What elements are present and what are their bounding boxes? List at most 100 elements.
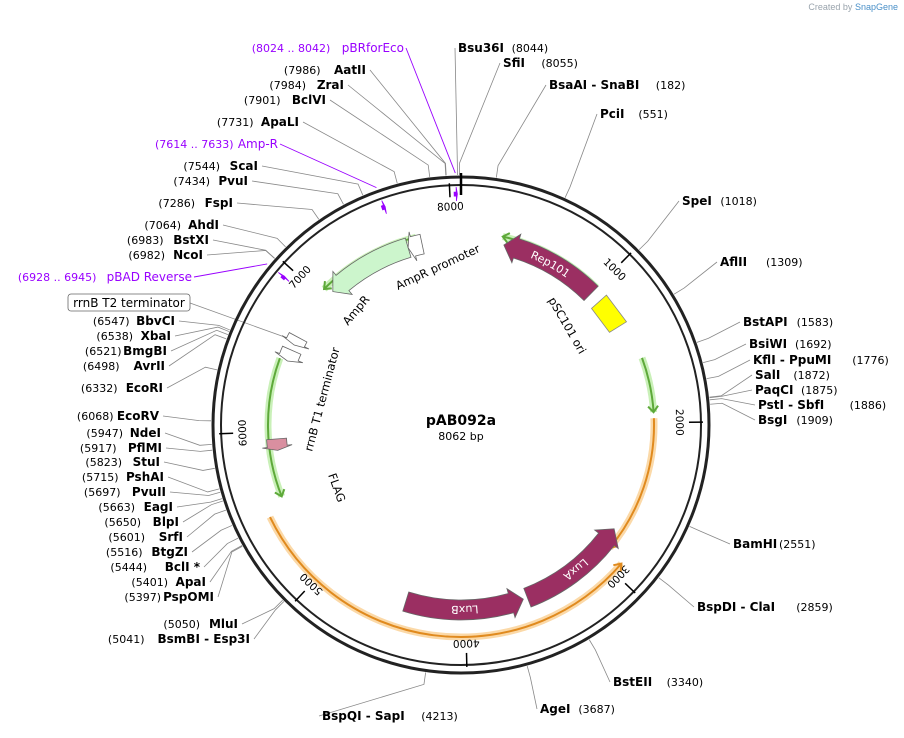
site-coord: (5650)	[104, 516, 141, 529]
site-btgzi[interactable]: BtgZI(5516)	[106, 545, 188, 559]
site-name: PaqCI	[755, 383, 793, 397]
site-scai[interactable]: ScaI(7544)	[183, 159, 258, 173]
rep101-feature[interactable]	[503, 233, 599, 302]
ampr-promoter-feature[interactable]	[407, 231, 425, 262]
site-avrii[interactable]: AvrII(6498)	[83, 359, 165, 373]
site-name: PflMI	[128, 441, 162, 455]
site-leader	[164, 432, 212, 446]
primer-pbad-reverse[interactable]: pBAD Reverse(6928 .. 6945)	[18, 270, 192, 284]
site-coord: (8044)	[512, 42, 549, 55]
site-pvui[interactable]: PvuI(7434)	[173, 174, 248, 188]
site-bspqi-sapi[interactable]: BspQI - SapI(4213)	[322, 709, 458, 723]
site-paqci[interactable]: PaqCI(1875)	[755, 383, 838, 397]
site-leader	[318, 672, 427, 717]
flag-feature[interactable]	[262, 437, 293, 451]
site-name: XbaI	[141, 329, 171, 343]
site-psti-sbfi[interactable]: PstI - SbfI(1886)	[758, 398, 886, 412]
site-leader	[168, 334, 227, 367]
snapgene-credit[interactable]: Created by SnapGene	[808, 2, 898, 12]
site-apai[interactable]: ApaI(5401)	[131, 575, 206, 589]
site-coord: (5041)	[108, 633, 145, 646]
site-bsiwi[interactable]: BsiWI(1692)	[749, 337, 832, 351]
site-bspdi-clai[interactable]: BspDI - ClaI(2859)	[697, 600, 833, 614]
site-xbai[interactable]: XbaI(6538)	[96, 329, 171, 343]
rrnb-t1-terminator-feature[interactable]	[274, 345, 303, 364]
luxb-feature[interactable]	[402, 587, 524, 621]
site-name: SpeI	[682, 194, 712, 208]
plasmid-length: 8062 bp	[438, 430, 483, 443]
site-bsmbi-esp3i[interactable]: BsmBI - Esp3I(5041)	[108, 632, 250, 646]
site-pvuii[interactable]: PvuII(5697)	[84, 485, 166, 499]
site-pspomi[interactable]: PspOMI(5397)	[124, 590, 214, 604]
label-text: rrnB T2 terminator	[73, 296, 185, 310]
site-eagi[interactable]: EagI(5663)	[98, 500, 173, 514]
site-leader	[166, 366, 218, 389]
green-arc-3-head	[322, 281, 332, 291]
site-name: PspOMI	[163, 590, 214, 604]
site-pshai[interactable]: PshAI(5715)	[82, 470, 164, 484]
site-kfli-ppumi[interactable]: KflI - PpuMI(1776)	[753, 353, 889, 367]
site-apali[interactable]: ApaLI(7731)	[217, 115, 299, 129]
site-spei[interactable]: SpeI(1018)	[682, 194, 757, 208]
site-fspi[interactable]: FspI(7286)	[158, 196, 233, 210]
site-zrai[interactable]: ZraI(7984)	[269, 78, 344, 92]
site-pcii[interactable]: PciI(551)	[600, 107, 668, 121]
site-leader	[209, 545, 243, 583]
primer-pbrforeco[interactable]: pBRforEco(8024 .. 8042)	[252, 41, 404, 55]
site-blpi[interactable]: BlpI(5650)	[104, 515, 179, 529]
site-leader	[222, 224, 286, 248]
site-bmgbi[interactable]: BmgBI(6521)	[85, 344, 167, 358]
rrnb-t2-boxed-label[interactable]: rrnB T2 terminator	[67, 293, 191, 312]
site-bclvi[interactable]: BclVI(7901)	[244, 93, 326, 107]
primer-amp-r[interactable]: Amp-R(7614 .. 7633)	[155, 137, 278, 151]
pbad-reverse-feature[interactable]	[278, 272, 290, 282]
site-bamhi[interactable]: BamHI(2551)	[733, 537, 816, 551]
site-bbvci[interactable]: BbvCI(6547)	[93, 314, 175, 328]
site-mlui[interactable]: MluI(5050)	[163, 617, 238, 631]
site-name: Bsu36I	[458, 41, 504, 55]
site-ndei[interactable]: NdeI(5947)	[86, 426, 161, 440]
site-sali[interactable]: SalI(1872)	[755, 368, 830, 382]
site-leader	[709, 389, 753, 399]
site-name: PstI - SbfI	[758, 398, 824, 412]
site-aflii[interactable]: AflII(1309)	[720, 255, 803, 269]
amp-r-feature[interactable]	[380, 200, 387, 214]
site-bstapi[interactable]: BstAPI(1583)	[743, 315, 833, 329]
ampr-feature[interactable]	[332, 237, 412, 296]
site-name: BspQI - SapI	[322, 709, 405, 723]
site-coord: (6983)	[127, 234, 164, 247]
pbrforeco-feature[interactable]	[453, 186, 458, 202]
site-agei[interactable]: AgeI(3687)	[540, 702, 615, 716]
site-bsaai-snabi[interactable]: BsaAI - SnaBI(182)	[549, 78, 685, 92]
psc101-ori-feature[interactable]	[590, 294, 628, 333]
site-leader	[178, 320, 230, 331]
site-bsteii[interactable]: BstEII(3340)	[613, 675, 703, 689]
rrnb-t2-terminator-feature[interactable]	[281, 332, 310, 350]
site-leader	[329, 99, 431, 178]
site-leader	[170, 329, 229, 352]
site-leader	[696, 321, 741, 343]
site-ahdi[interactable]: AhdI(7064)	[144, 218, 219, 232]
site-bcli[interactable]: BclI *(5444)	[110, 560, 200, 574]
site-bsgi[interactable]: BsgI(1909)	[758, 413, 833, 427]
site-pflmi[interactable]: PflMI(5917)	[80, 441, 162, 455]
site-sfii[interactable]: SfiI(8055)	[503, 56, 578, 70]
leader-lines	[162, 47, 756, 717]
site-leader	[673, 261, 718, 295]
site-name: BbvCI	[136, 314, 175, 328]
credit-prefix: Created by	[808, 2, 853, 12]
site-srfi[interactable]: SrfI(5601)	[108, 530, 183, 544]
site-stui[interactable]: StuI(5823)	[85, 455, 160, 469]
green-arc-2-glow	[638, 356, 658, 413]
site-ncoi[interactable]: NcoI(6982)	[128, 248, 203, 262]
site-ecorv[interactable]: EcoRV(6068)	[77, 409, 160, 423]
site-aatii[interactable]: AatII(7986)	[284, 63, 366, 77]
site-bsu36i[interactable]: Bsu36I (8044)	[458, 41, 548, 55]
tick-label: 7000	[287, 264, 314, 292]
site-coord: (6068)	[77, 410, 114, 423]
site-ecori[interactable]: EcoRI(6332)	[81, 381, 163, 395]
site-bstxi[interactable]: BstXI(6983)	[127, 233, 209, 247]
luxa-feature[interactable]	[523, 528, 619, 608]
site-coord: (6498)	[83, 360, 120, 373]
